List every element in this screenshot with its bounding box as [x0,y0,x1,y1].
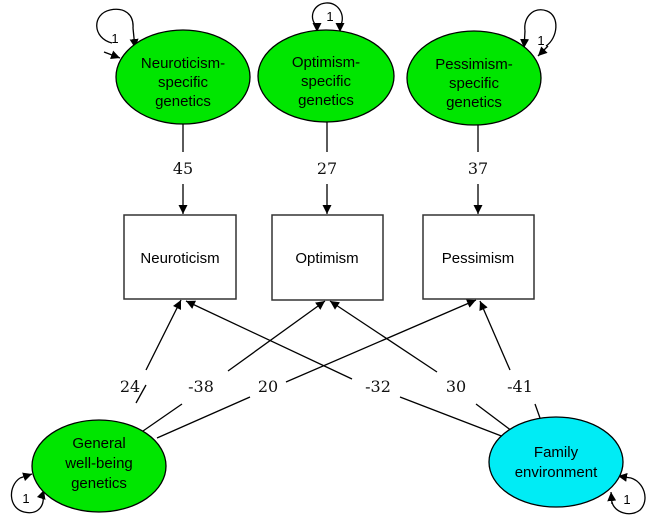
path-arrow [329,300,438,373]
latent-optimism-specific-genetics: 1 Optimism- specific genetics [257,2,395,123]
path-family-to-optimism: 30 [329,300,513,432]
latent-label-line-3: genetics [298,92,354,109]
variance-loop [311,2,343,28]
latent-pessimism-specific-genetics: 1 Pessimism- specific genetics [406,9,557,126]
path-family-to-pessimism: -41 [479,300,541,419]
variance-loop [611,477,646,515]
observed-box [422,214,535,300]
latent-label-line-2: well-being [64,455,133,472]
latent-label-line-1: General [72,435,125,452]
path-family-to-neuroticism: -32 [185,300,505,438]
path-line [142,403,183,432]
path-general-to-optimism: -38 [142,300,326,432]
variance-arrow [607,491,617,505]
variance-label: 1 [326,9,333,24]
path-coefficient: 24 [120,377,140,396]
latent-ellipse [257,29,395,123]
path-line [135,384,147,404]
path-optimism-specific-to-optimism: 27 [317,122,337,214]
path-arrow [285,299,477,383]
path-coefficient: 20 [258,377,278,396]
observed-optimism: Optimism [271,214,384,301]
latent-label-line-3: genetics [446,94,502,111]
path-general-to-neuroticism: 24 [120,299,182,404]
latent-label-line-1: Family [534,444,579,461]
path-arrow [227,300,326,372]
path-general-to-pessimism: 20 [156,299,477,439]
path-line [534,403,541,419]
latent-label-line-3: genetics [155,93,211,110]
latent-neuroticism-specific-genetics: 1 Neuroticism- specific genetics [96,8,251,125]
latent-ellipse [31,419,167,513]
variance-loop [524,9,557,47]
path-arrow [145,299,182,371]
latent-family-environment: 1 Family environment [488,416,646,515]
observed-box [123,214,237,300]
variance-label: 1 [22,491,29,506]
observed-label: Pessimism [442,250,515,267]
observed-box [271,214,384,301]
path-coefficient: 45 [173,159,193,178]
variance-arrow [537,45,549,57]
variance-loop [96,8,134,44]
observed-neuroticism: Neuroticism [123,214,237,300]
latent-label-line-2: specific [158,74,209,91]
path-coefficient: 30 [446,377,466,396]
variance-label: 1 [623,492,630,507]
path-line [475,403,513,432]
observed-label: Neuroticism [140,250,219,267]
latent-label-line-1: Neuroticism- [141,55,225,72]
path-neuroticism-specific-to-neuroticism: 45 [173,124,193,214]
variance-arrow [103,50,121,60]
path-arrow [479,300,511,371]
variance-arrow [520,30,530,49]
path-coefficient: 37 [468,159,488,178]
variance-arrow [19,472,33,482]
latent-label-line-2: specific [301,73,352,90]
observed-pessimism: Pessimism [422,214,535,300]
variance-label: 1 [111,31,118,46]
latent-ellipse [406,30,542,126]
latent-label-line-1: Optimism- [292,54,360,71]
path-coefficient: -41 [507,377,533,396]
path-coefficient: -32 [365,377,391,396]
latent-ellipse [488,416,624,508]
path-pessimism-specific-to-pessimism: 37 [468,124,488,214]
latent-general-well-being-genetics: 1 General well-being genetics [10,419,167,514]
latent-ellipse [115,29,251,125]
latent-label-line-1: Pessimism- [435,56,513,73]
observed-label: Optimism [295,250,358,267]
variance-label: 1 [537,33,544,48]
latent-label-line-3: genetics [71,475,127,492]
path-line [399,396,505,438]
path-coefficient: 27 [317,159,337,178]
path-coefficient: -38 [188,377,214,396]
path-line [156,396,251,439]
variance-loop [10,477,44,514]
latent-label-line-2: specific [449,75,500,92]
latent-label-line-2: environment [515,464,598,481]
path-arrow [185,300,353,380]
